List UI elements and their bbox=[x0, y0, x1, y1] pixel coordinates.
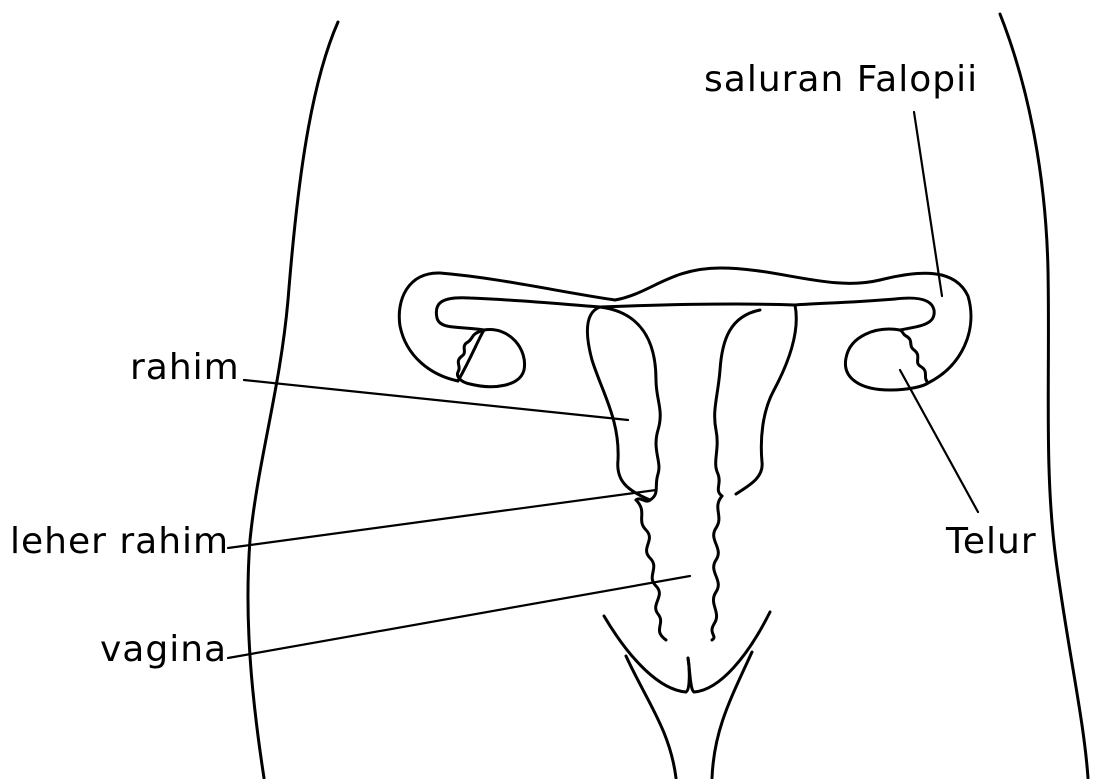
ovary-right bbox=[845, 329, 928, 390]
uterus-wall-left bbox=[587, 307, 650, 500]
ovary-left bbox=[458, 330, 525, 387]
fallopian-tube-right-inner bbox=[795, 298, 934, 330]
leader-egg bbox=[900, 370, 978, 512]
uterus-outer-outline bbox=[399, 273, 615, 381]
fallopian-tube-left-inner bbox=[436, 298, 600, 330]
leader-uterus bbox=[244, 380, 628, 420]
label-vagina: vagina bbox=[100, 632, 227, 668]
vaginal-wall-left bbox=[636, 500, 666, 640]
vulva-left bbox=[604, 616, 689, 692]
leader-cervix bbox=[228, 490, 656, 548]
label-egg: Telur bbox=[946, 524, 1037, 560]
uterus-cavity-top bbox=[600, 304, 795, 307]
label-fallopian-tube: saluran Falopii bbox=[704, 62, 978, 98]
label-uterus: rahim bbox=[130, 350, 240, 386]
vaginal-wall-right bbox=[712, 496, 722, 640]
leader-vagina bbox=[228, 576, 690, 658]
vulva-right bbox=[688, 612, 770, 692]
body-outline-right bbox=[1000, 14, 1088, 778]
leader-fallopian-tube bbox=[914, 112, 942, 296]
label-cervix: leher rahim bbox=[10, 524, 229, 560]
uterus-wall-right bbox=[736, 305, 796, 494]
uterus-inner-right bbox=[715, 310, 760, 496]
body-outline-left bbox=[248, 22, 338, 778]
